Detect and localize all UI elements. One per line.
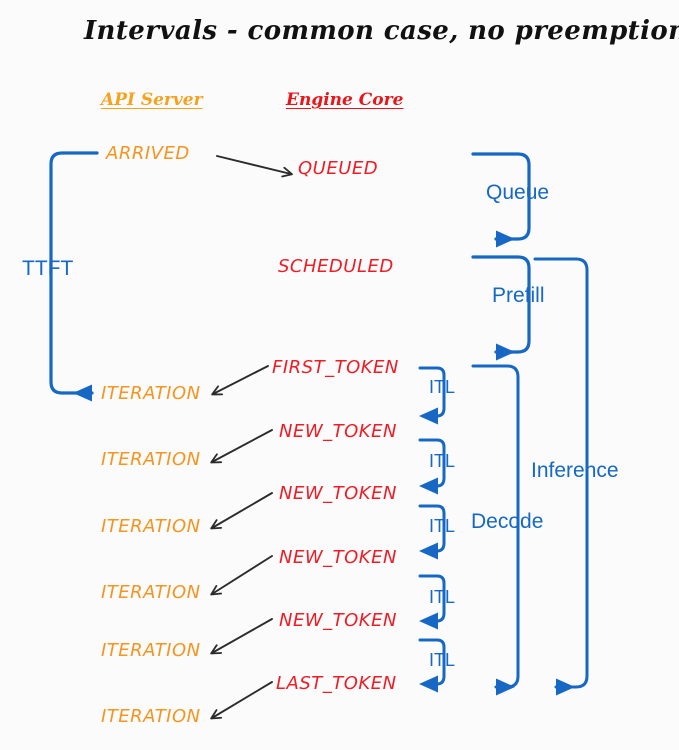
engine-state-new-token-2: NEW_TOKEN: [279, 483, 397, 504]
column-header-engine-core: Engine Core: [286, 90, 404, 110]
interval-label-itl-2: ITL: [429, 451, 456, 471]
interval-label-itl-3: ITL: [429, 516, 456, 536]
inference-bracket: [533, 257, 589, 696]
itl-bracket-3: [418, 504, 446, 560]
arrow-new-token-iteration-3: [210, 555, 273, 596]
interval-label-decode: Decode: [471, 510, 544, 533]
engine-state-new-token-3: NEW_TOKEN: [279, 547, 397, 568]
interval-label-queue: Queue: [486, 181, 550, 204]
arrow-new-token-iteration-2: [210, 492, 273, 530]
arrow-new-token-iteration-1: [210, 429, 273, 464]
arrow-first-token-iteration: [211, 365, 269, 396]
itl-bracket-4: [418, 574, 446, 630]
arrow-arrived-queued: [216, 155, 293, 178]
api-state-arrived: ARRIVED: [106, 143, 190, 164]
diagram-title: Intervals - common case, no preemptions: [84, 16, 679, 46]
interval-label-ttft: TTFT: [22, 257, 74, 280]
api-state-iteration-2: ITERATION: [101, 449, 201, 470]
ttft-bracket: [49, 151, 99, 402]
queue-bracket: [471, 152, 531, 248]
arrow-new-token-iteration-4: [210, 618, 273, 655]
itl-bracket-5: [418, 638, 446, 693]
decode-bracket: [471, 364, 520, 696]
transition-arrows: [210, 155, 293, 720]
interval-label-itl-4: ITL: [429, 587, 456, 607]
itl-bracket-1: [418, 366, 446, 425]
arrow-last-token-iteration: [210, 681, 273, 720]
api-state-iteration-5: ITERATION: [101, 640, 201, 661]
api-state-iteration-6: ITERATION: [101, 706, 201, 727]
prefill-bracket: [471, 255, 531, 361]
interval-label-itl-5: ITL: [429, 650, 456, 670]
interval-label-itl-1: ITL: [429, 377, 456, 397]
engine-state-queued: QUEUED: [298, 158, 379, 179]
api-state-iteration-4: ITERATION: [101, 582, 201, 603]
interval-label-prefill: Prefill: [492, 284, 545, 307]
engine-state-last-token: LAST_TOKEN: [276, 673, 397, 694]
api-state-iteration-1: ITERATION: [101, 383, 201, 404]
api-state-iteration-3: ITERATION: [101, 516, 201, 537]
itl-bracket-2: [418, 438, 446, 495]
engine-state-new-token-4: NEW_TOKEN: [279, 610, 397, 631]
engine-state-scheduled: SCHEDULED: [278, 256, 394, 277]
column-header-api-server: API Server: [101, 90, 203, 110]
interval-label-inference: Inference: [531, 459, 619, 482]
engine-state-new-token-1: NEW_TOKEN: [279, 421, 397, 442]
engine-state-first-token: FIRST_TOKEN: [272, 357, 399, 378]
